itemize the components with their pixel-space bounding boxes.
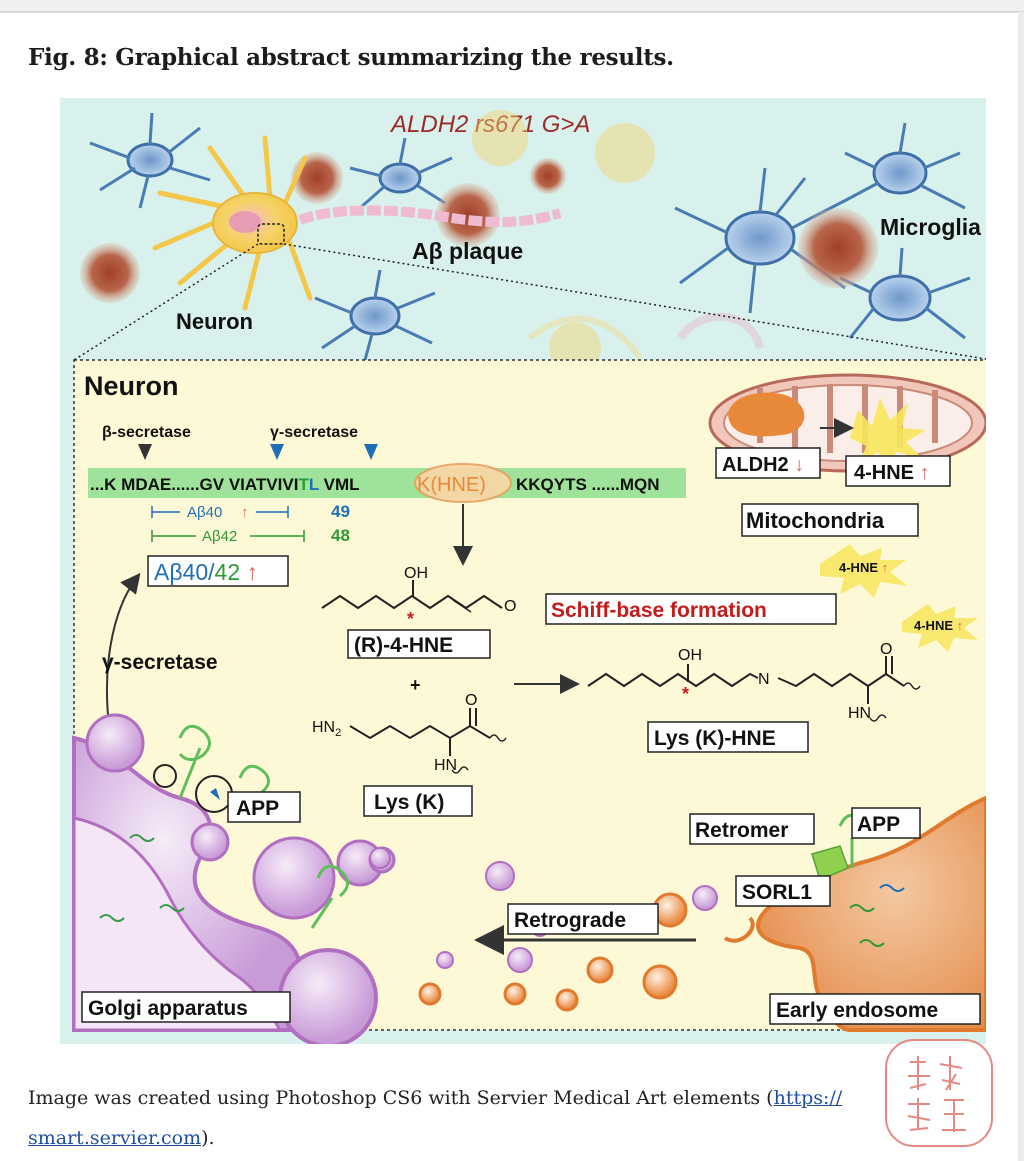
ab42-length: 48: [331, 526, 350, 545]
hne-mito-box: [845, 455, 951, 487]
ab40-span: [151, 506, 289, 518]
lys-hne-label: Lys (K)-HNE: [654, 727, 776, 750]
microglia-label: Microglia: [880, 214, 981, 240]
ab40-length: 49: [331, 502, 350, 521]
retrograde-label: Retrograde: [514, 909, 626, 932]
microglia-cell-5: [844, 122, 966, 210]
zoom-box: [257, 223, 285, 245]
hne-burst-1: [820, 544, 908, 598]
ab40-up-arrow: ↑: [241, 504, 249, 521]
ab-ratio-label: Aβ40/42 ↑: [154, 559, 258, 585]
lys-hn: HN: [434, 757, 457, 774]
neuron-label: Neuron: [176, 309, 253, 334]
mitochondria-box: [741, 503, 919, 537]
red-seal-stamp: [885, 1039, 993, 1147]
plus-sign: +: [410, 675, 421, 695]
gamma-secretase-side-label: γ-secretase: [102, 651, 218, 674]
zoom-line-left: [73, 243, 259, 361]
ab42-span: [151, 530, 305, 542]
beta-secretase-label: β-secretase: [102, 424, 191, 441]
right-frame-bar: [1018, 12, 1024, 1161]
lys-hne-structure: [587, 656, 921, 722]
r4hne-chiral-star: *: [407, 609, 414, 629]
khne-site: K(HNE): [417, 474, 486, 496]
graphical-abstract: ALDH2 rs671 G>A: [60, 98, 986, 1044]
microglia-cell-1: [89, 112, 211, 209]
top-frame-rule: [0, 11, 1024, 13]
lys-o: O: [465, 692, 477, 709]
microglia-cell-3: [314, 269, 436, 361]
hne-burst-1-label: 4-HNE ↑: [839, 560, 888, 575]
r4hne-oh: OH: [404, 565, 428, 582]
app-sequence: ...K MDAE......GV VIATVIVITL VML: [90, 475, 360, 494]
gamma-secretase-marker-1: [270, 444, 284, 460]
r4hne-label: (R)-4-HNE: [354, 634, 453, 657]
neuron-cell: [152, 135, 562, 311]
hne-burst-2-label: 4-HNE ↑: [914, 618, 963, 633]
retrograde-box: [507, 903, 659, 935]
lys-box: [363, 785, 473, 817]
r4hne-o: O: [504, 598, 516, 615]
lys-hne-chiral-star: *: [682, 684, 689, 704]
figure-title: Fig. 8: Graphical abstract summarizing t…: [28, 44, 674, 71]
figure-caption: Image was created using Photoshop CS6 wi…: [28, 1087, 843, 1149]
aldh2-label: ALDH2 ↓: [722, 454, 804, 476]
sorl1-label: SORL1: [742, 881, 812, 904]
beta-secretase-marker: [138, 444, 152, 460]
microglia-cell-2: [349, 137, 453, 210]
top-frame-bar: [0, 0, 1024, 12]
lys-hne-n: N: [758, 671, 770, 688]
app-sequence-band: [88, 468, 686, 498]
r4hne-box: [347, 629, 491, 659]
microglia-cell-6: [839, 247, 971, 340]
early-endosome-label: Early endosome: [776, 999, 938, 1022]
neuron-panel-title: Neuron: [84, 371, 179, 401]
retromer-label: Retromer: [695, 819, 788, 842]
hne-burst-2: [902, 604, 978, 652]
lys-hne-box: [647, 721, 809, 753]
schiff-label: Schiff-base formation: [551, 599, 767, 622]
mitochondria-label: Mitochondria: [746, 508, 885, 533]
khne-highlight: [414, 463, 512, 503]
r4hne-structure: [321, 580, 503, 613]
schiff-box: [545, 593, 837, 625]
ab40-span-label: Aβ40: [187, 504, 222, 521]
lys-label: Lys (K): [374, 791, 444, 814]
app-sequence-tail: KKQYTS ......MQN: [516, 475, 660, 494]
aldh2-variant-title: ALDH2 rs671 G>A: [389, 111, 590, 138]
gamma-secretase-marker-2: [364, 444, 378, 460]
sorl1-box: [735, 875, 831, 907]
golgi-label: Golgi apparatus: [88, 997, 248, 1020]
early-endosome: [418, 795, 986, 1032]
lys-structure: [349, 708, 507, 774]
app-left-label: APP: [236, 797, 279, 820]
ab42-span-label: Aβ42: [202, 528, 237, 545]
early-endosome-box: [769, 993, 981, 1025]
lys-h2n: HN2: [312, 719, 341, 739]
golgi-box: [81, 991, 291, 1023]
hne-mito-label: 4-HNE ↑: [854, 462, 930, 484]
gamma-secretase-label: γ-secretase: [270, 424, 358, 441]
microglia-cells: [89, 112, 971, 361]
app-left-box: [227, 791, 301, 823]
app-right-label: APP: [857, 813, 900, 836]
aldh2-box: [715, 447, 821, 479]
lys-hne-oh: OH: [678, 647, 702, 664]
lys-hne-o: O: [880, 641, 892, 658]
ab-ratio-box: [147, 555, 289, 587]
lys-hne-hn: HN: [848, 705, 871, 722]
retromer-box: [689, 813, 815, 845]
ab-plaque-label: Aβ plaque: [412, 238, 523, 264]
ab-plaques: [80, 152, 878, 303]
app-right-box: [851, 807, 921, 839]
servier-link[interactable]: https://smart.servier.com: [28, 1087, 843, 1149]
golgi-apparatus: [72, 713, 549, 1044]
